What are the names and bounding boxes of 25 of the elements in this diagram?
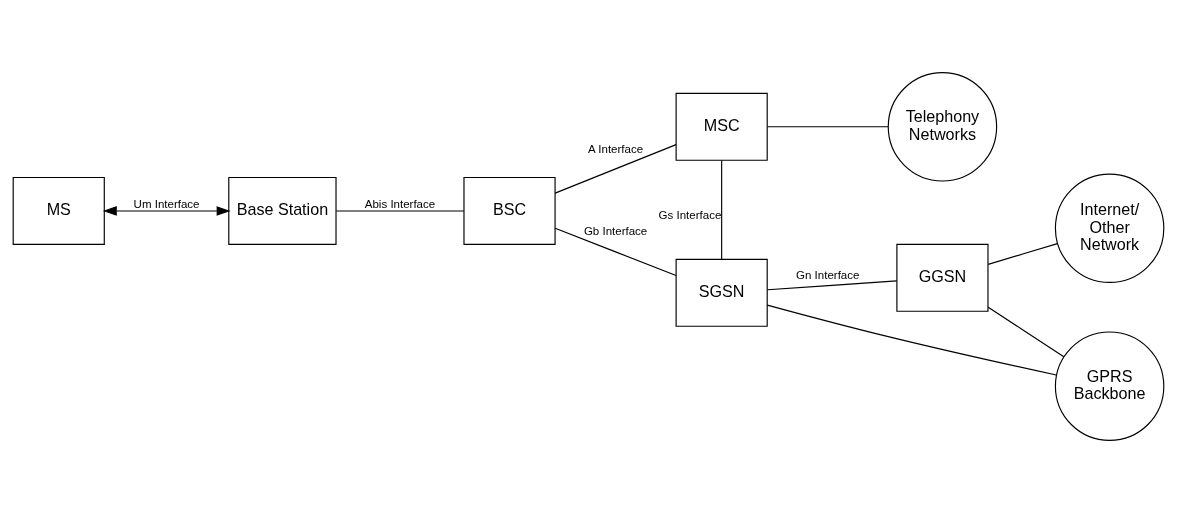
arrow <box>102 205 231 216</box>
connector <box>767 279 898 290</box>
node-circle: Telephony Networks <box>887 71 998 182</box>
connector <box>721 159 723 260</box>
node-box: Base Station <box>228 176 337 245</box>
connector <box>554 227 677 276</box>
edge-label: Abis Interface <box>364 197 436 209</box>
connector <box>987 306 1065 357</box>
connector <box>335 209 465 212</box>
connector <box>987 242 1058 265</box>
node-box: MSC <box>675 92 768 161</box>
connector <box>767 125 889 127</box>
node-box: BSC <box>463 176 556 245</box>
connector <box>766 304 1057 376</box>
node-circle: GPRS Backbone <box>1054 330 1165 441</box>
edge-label: Gs Interface <box>658 208 722 221</box>
edge-label: Gn Interface <box>796 268 860 281</box>
node-box: GGSN <box>896 243 989 312</box>
edge-label: Um Interface <box>133 197 200 209</box>
node-box: MS <box>12 176 105 245</box>
connector <box>554 143 677 194</box>
node-box: SGSN <box>675 258 768 327</box>
edge-label: A Interface <box>588 142 644 155</box>
node-circle: Internet/ Other Network <box>1054 173 1165 283</box>
edge-label: Gb Interface <box>583 224 648 237</box>
